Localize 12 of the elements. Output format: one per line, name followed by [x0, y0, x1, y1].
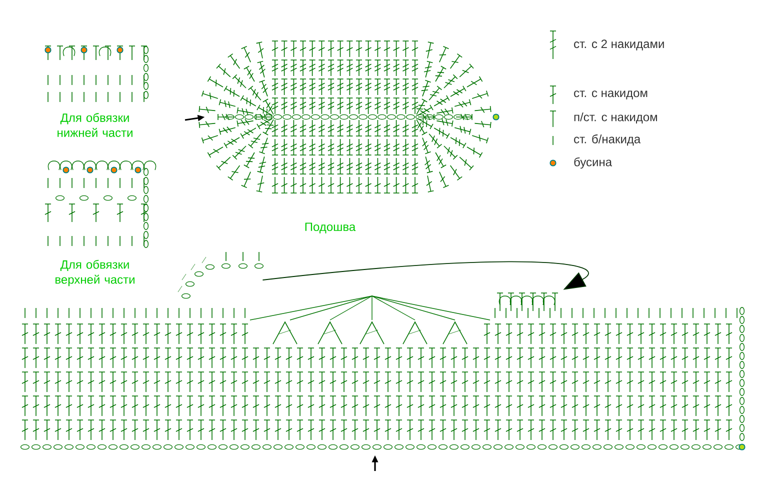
legend-label: бусина [574, 157, 612, 169]
legend-label: ст. б/накида [574, 134, 641, 146]
legend-label: п/ст. с накидом [574, 112, 657, 124]
crochet-chart-drawing [178, 252, 264, 299]
chart-caption: Для обвязки нижней части [58, 113, 132, 137]
legend-label: ст. с 2 накидами [574, 40, 664, 50]
arrow [262, 261, 588, 290]
crochet-chart-drawing [20, 296, 746, 450]
chart-caption: Для обвязки верхней части [56, 260, 134, 286]
legend-label: ст. с накидом [574, 90, 648, 100]
chart-caption: Подошва [305, 222, 356, 234]
crochet-chart-drawing [496, 292, 558, 312]
